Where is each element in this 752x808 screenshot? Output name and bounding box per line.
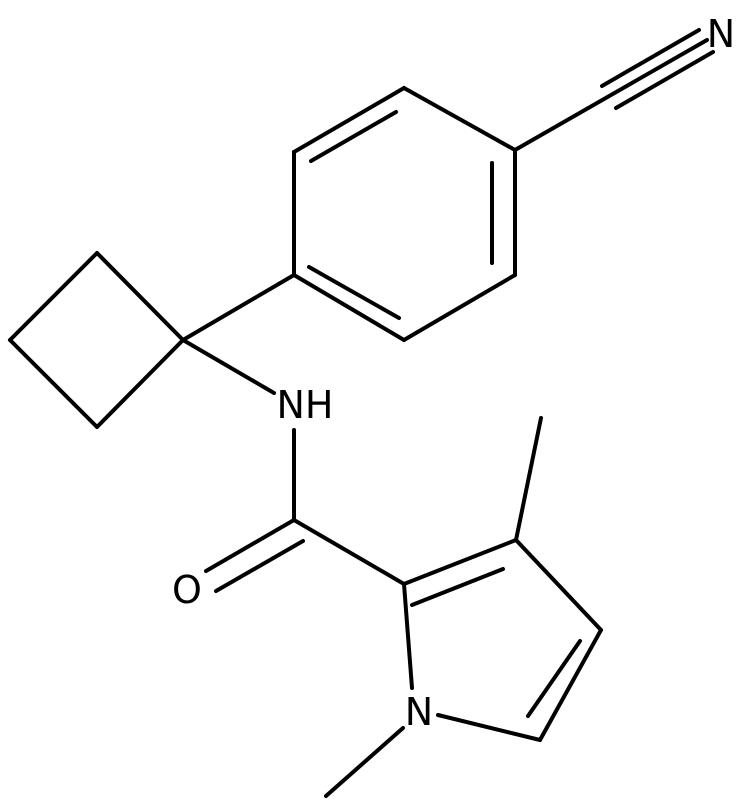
carbonyl-bond-outer: [204, 518, 296, 573]
benzene-bond: [402, 86, 517, 152]
carbonyl-double-bond: [204, 518, 305, 593]
nitrile-triple-bond-2: [600, 28, 701, 88]
benzene-bond: [402, 273, 517, 342]
nitrile-triple-bond-1: [513, 38, 709, 152]
c-methyl-bond: [514, 416, 543, 542]
pyrrole-bond: [436, 713, 542, 742]
carbonyl-o-label: O: [172, 568, 202, 612]
benzene-inner-double-bond: [309, 110, 398, 163]
amide-nh-label: NH: [277, 383, 334, 427]
benzene-inner-double-bond: [307, 265, 401, 320]
n-methyl-bond: [324, 726, 405, 798]
cyclobutane-bond: [8, 251, 99, 342]
pyrrole-inner-double-bond: [410, 567, 505, 607]
pyrrole-inner-double-bond: [526, 639, 582, 718]
pyrrole-ring: [402, 538, 603, 742]
benzene-ring: [292, 86, 517, 342]
cyclobutyl-nh-bond: [181, 338, 276, 395]
cyclobutane-bond: [8, 338, 99, 429]
nitrile-group: [513, 28, 715, 152]
carbonyl-pyrrole-bond: [292, 518, 406, 586]
benzene-bond: [292, 86, 406, 154]
cyclobutane-bond: [95, 338, 185, 429]
cyclobutane-bond: [95, 251, 185, 342]
aryl-cyclobutyl-bond: [181, 273, 296, 342]
pyrrole-bond: [514, 538, 603, 632]
pyrrole-n-label: N: [405, 690, 433, 734]
cyclobutane-ring: [8, 251, 185, 429]
carbonyl-bond-inner: [214, 539, 305, 593]
nitrile-triple-bond-3: [614, 50, 715, 110]
nitrile-n-label: N: [707, 12, 735, 56]
pyrrole-bond: [402, 582, 414, 690]
pyrrole-bond: [402, 538, 518, 586]
pyrrole-bond: [538, 628, 603, 742]
benzene-bond: [292, 273, 406, 342]
